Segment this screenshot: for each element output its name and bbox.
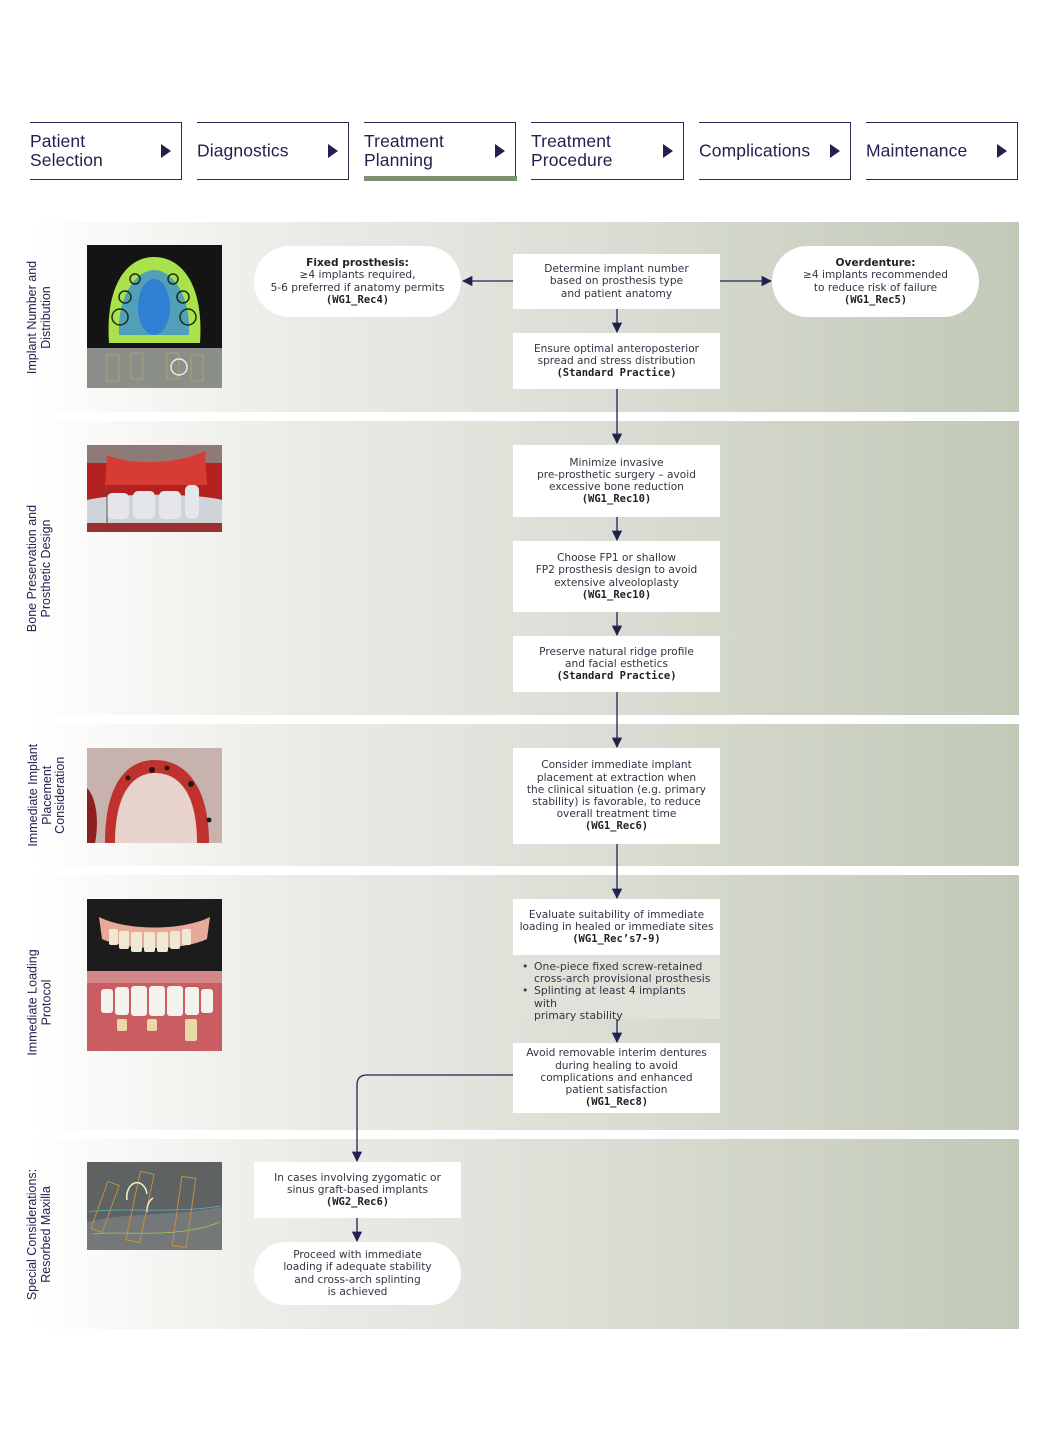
box-text: Consider immediate implant placement at …	[526, 759, 707, 821]
loading-criteria-list: One-piece fixed screw-retained cross-arc…	[513, 955, 720, 1022]
section-label: Immediate Implant Placement Consideratio…	[26, 724, 67, 866]
box-heading: Fixed prosthesis:	[306, 257, 409, 270]
box-heading: Overdenture:	[835, 257, 916, 270]
recommendation-ref: (WG1_Rec8)	[584, 1096, 649, 1109]
flow-box-ap-spread: Ensure optimal anteroposterior spread an…	[513, 333, 720, 389]
section-label-text: Special Considerations: Resorbed Maxilla	[25, 1168, 54, 1300]
recommendation-ref: (WG1_Rec’s7-9)	[572, 933, 661, 946]
recommendation-ref: (Standard Practice)	[556, 367, 677, 380]
flow-box-evaluate-loading: Evaluate suitability of immediate loadin…	[513, 899, 720, 955]
nav-step-label: Treatment Procedure	[531, 131, 613, 170]
flow-box-immediate-placement: Consider immediate implant placement at …	[513, 748, 720, 844]
nav-step-complications[interactable]: Complications	[699, 122, 851, 180]
nav-step-label: Complications	[699, 140, 811, 161]
section-label-text: Immediate Implant Placement Consideratio…	[25, 743, 67, 847]
section-label-text: Immediate Loading Protocol	[25, 949, 54, 1056]
flow-box-zygomatic-cases: In cases involving zygomatic or sinus gr…	[254, 1162, 461, 1218]
flow-box-avoid-removable-dentures: Avoid removable interim dentures during …	[513, 1043, 720, 1113]
box-text: Preserve natural ridge profile and facia…	[539, 645, 694, 670]
play-triangle-icon	[328, 144, 338, 158]
box-text: Avoid removable interim dentures during …	[526, 1047, 707, 1097]
flow-pill-overdenture: Overdenture: ≥4 implants recommended to …	[772, 246, 979, 317]
extraction-site-image	[87, 748, 222, 843]
zygomatic-planning-image	[87, 1162, 222, 1250]
play-triangle-icon	[161, 144, 171, 158]
list-item: Splinting at least 4 implants with prima…	[519, 985, 712, 1022]
flow-box-choose-fp-design: Choose FP1 or shallow FP2 prosthesis des…	[513, 541, 720, 612]
section-label: Special Considerations: Resorbed Maxilla	[26, 1139, 54, 1329]
box-text: Choose FP1 or shallow FP2 prosthesis des…	[535, 552, 698, 589]
nav-step-maintenance[interactable]: Maintenance	[866, 122, 1018, 180]
section-label-text: Bone Preservation and Prosthetic Design	[25, 504, 54, 632]
recommendation-ref: (WG1_Rec10)	[581, 493, 652, 506]
recommendation-ref: (Standard Practice)	[556, 670, 677, 683]
recommendation-ref: (WG1_Rec5)	[843, 293, 908, 306]
nav-step-treatment-planning[interactable]: Treatment Planning	[364, 122, 517, 181]
flow-box-minimize-surgery: Minimize invasive pre-prosthetic surgery…	[513, 445, 720, 517]
play-triangle-icon	[997, 144, 1007, 158]
list-item: One-piece fixed screw-retained cross-arc…	[519, 960, 712, 985]
nav-step-label: Maintenance	[866, 140, 968, 161]
nav-step-label: Treatment Planning	[364, 131, 445, 170]
play-triangle-icon	[663, 144, 673, 158]
box-text: Minimize invasive pre-prosthetic surgery…	[537, 456, 696, 493]
box-text: Evaluate suitability of immediate loadin…	[519, 908, 714, 933]
recommendation-ref: (WG2_Rec6)	[325, 1196, 390, 1209]
play-triangle-icon	[830, 144, 840, 158]
section-label: Bone Preservation and Prosthetic Design	[26, 421, 54, 715]
box-text: Determine implant number based on prosth…	[544, 263, 689, 300]
nav-step-label: Patient Selection	[30, 131, 103, 170]
box-text: Proceed with immediate loading if adequa…	[283, 1249, 432, 1298]
play-triangle-icon	[495, 144, 505, 158]
recommendation-ref: (WG1_Rec4)	[325, 293, 390, 306]
recommendation-ref: (WG1_Rec6)	[584, 820, 649, 833]
maxilla-scan-image	[87, 245, 222, 388]
flow-pill-proceed-immediate-loading: Proceed with immediate loading if adequa…	[254, 1242, 461, 1305]
box-text: In cases involving zygomatic or sinus gr…	[274, 1171, 441, 1196]
flow-box-preserve-ridge: Preserve natural ridge profile and facia…	[513, 636, 720, 692]
box-text: Ensure optimal anteroposterior spread an…	[533, 342, 700, 367]
nav-step-label: Diagnostics	[197, 140, 289, 161]
nav-step-patient-selection[interactable]: Patient Selection	[30, 122, 182, 180]
flow-box-determine-implant-number: Determine implant number based on prosth…	[513, 254, 720, 309]
provisional-prosthesis-image	[87, 899, 222, 1051]
nav-step-diagnostics[interactable]: Diagnostics	[197, 122, 349, 180]
section-label: Implant Number and Distribution	[26, 222, 54, 412]
section-label: Immediate Loading Protocol	[26, 875, 54, 1130]
recommendation-ref: (WG1_Rec10)	[581, 588, 652, 601]
box-text: ≥4 implants required, 5-6 preferred if a…	[270, 269, 445, 294]
nav-step-treatment-procedure[interactable]: Treatment Procedure	[531, 122, 684, 180]
flow-pill-fixed-prosthesis: Fixed prosthesis: ≥4 implants required, …	[254, 246, 461, 317]
section-label-text: Implant Number and Distribution	[25, 260, 54, 374]
box-text: ≥4 implants recommended to reduce risk o…	[803, 269, 948, 294]
surgical-guide-image	[87, 445, 222, 532]
